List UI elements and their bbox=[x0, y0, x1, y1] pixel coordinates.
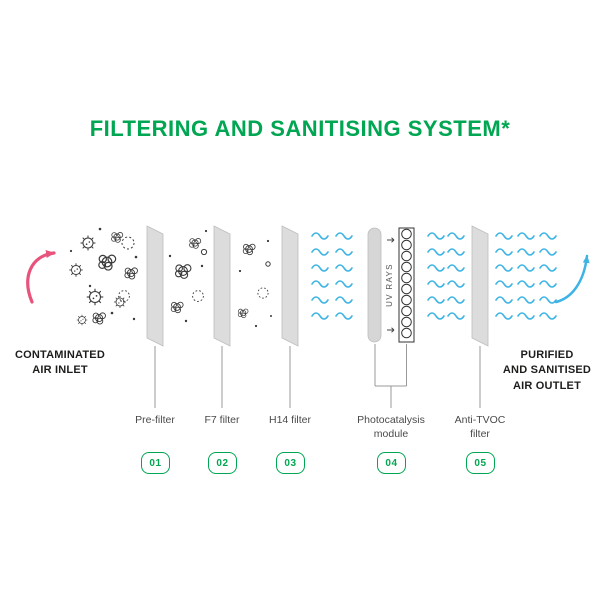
outlet-arrow-icon bbox=[554, 254, 590, 304]
uv-lamp-bar-icon bbox=[367, 227, 395, 343]
inlet-label: CONTAMINATED AIR INLET bbox=[15, 349, 105, 377]
clean-air-waves-zoneA-icon bbox=[311, 232, 353, 320]
filter-label-f7-filter: F7 filter bbox=[204, 414, 240, 426]
filter-label-anti-tvoc-filter: Anti-TVOC filter bbox=[454, 414, 506, 440]
connector-lines bbox=[154, 344, 481, 408]
filter-number-badge-05: 05 bbox=[466, 452, 495, 474]
filter-number-badge-02: 02 bbox=[208, 452, 237, 474]
h14-filter-panel-icon bbox=[281, 225, 299, 347]
clean-air-waves-zoneB-icon bbox=[427, 232, 465, 320]
catalyst-bead-strip-icon bbox=[398, 227, 415, 343]
pre-filter-panel-icon bbox=[146, 225, 164, 347]
page-title: FILTERING AND SANITISING SYSTEM* bbox=[89, 116, 511, 141]
clean-air-waves-zoneC-icon bbox=[495, 232, 557, 320]
outlet-label: PURIFIED AND SANITISED AIR OUTLET bbox=[502, 349, 592, 392]
filter-label-h14-filter: H14 filter bbox=[268, 414, 311, 426]
anti-tvoc-filter-panel-icon bbox=[471, 225, 489, 347]
inlet-arrow-icon bbox=[26, 250, 56, 304]
contaminant-particles-zone3-icon bbox=[237, 239, 272, 328]
contaminant-particles-zone1-icon bbox=[68, 227, 138, 326]
f7-filter-panel-icon bbox=[213, 225, 231, 347]
filter-number-badge-04: 04 bbox=[377, 452, 406, 474]
filter-number-badge-01: 01 bbox=[141, 452, 170, 474]
filter-label-pre-filter: Pre-filter bbox=[135, 414, 175, 426]
uv-rays-label: UV RAYS bbox=[385, 263, 394, 307]
contaminant-particles-zone2-icon bbox=[168, 229, 208, 323]
filter-label-photocatalysis-module: Photocatalysis module bbox=[357, 414, 425, 440]
filter-number-badge-03: 03 bbox=[276, 452, 305, 474]
